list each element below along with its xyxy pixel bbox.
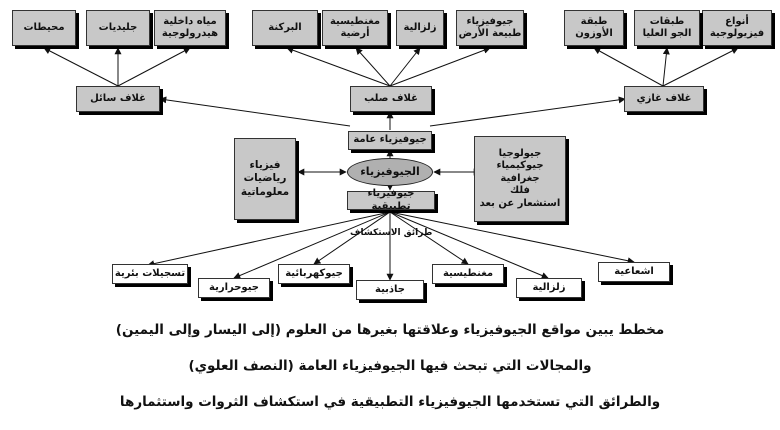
arrow-gas-upper [662, 47, 670, 87]
arrow-applied-radiometric [389, 211, 635, 265]
box-radiometric: اشعاعية [598, 262, 670, 282]
box-solid-earth-geophysics: جيوفيزياء طبيعة الأرض [456, 10, 524, 46]
arrow-applied-seismic [389, 211, 549, 279]
caption-line-1: مخطط يبين مواقع الجيوفيزياء وعلاقتها بغي… [115, 322, 665, 338]
arrow-solid-volcanoes [286, 46, 391, 87]
box-well-logs: تسجيلات بئرية [112, 264, 188, 284]
arrow-liquid-oceans [43, 47, 119, 87]
arrow-applied-geoelectric [313, 211, 391, 265]
box-oceans: محيطات [12, 10, 76, 46]
box-solid-envelope: غلاف صلب [350, 86, 432, 112]
arrow-applied-magnetic [389, 211, 469, 265]
arrow-liquid-hydrology [117, 47, 191, 87]
box-magnetic: مغنطيسية [432, 264, 504, 284]
box-right-sciences: جيولوجيا جيوكيمياء جغرافية فلك استشعار ع… [474, 136, 566, 222]
box-seismic: زلزالية [396, 10, 444, 46]
box-left-sciences: فيزياء رياضيات معلوماتية [234, 138, 296, 220]
arrow-general-gas [429, 96, 626, 127]
box-ozone-layer: طبقة الأوزون [564, 10, 624, 46]
box-gravity: جاذبية [356, 280, 424, 300]
box-geothermal: جيوحرارية [198, 278, 270, 298]
box-glaciers: جليديات [86, 10, 150, 46]
box-atmosphere-types: أنواع فيزيولوجية [702, 10, 772, 46]
box-gaseous-envelope: غلاف غازي [624, 86, 704, 112]
caption-line-2: والمجالات التي تبحث فيها الجيوفيزياء الع… [188, 358, 592, 374]
arrow-gas-types [662, 47, 739, 87]
ellipse-geophysics: الجيوفيزياء [347, 158, 433, 186]
box-hydrology: مياه داخلية هيدرولوجية [154, 10, 226, 46]
box-upper-atmosphere: طبقات الجو العليا [634, 10, 700, 46]
box-seismic-method: زلزالية [516, 278, 582, 298]
arrow-general-liquid [159, 96, 351, 127]
caption-line-3: والطرائق التي تستخدمها الجيوفيزياء التطب… [119, 394, 661, 410]
box-geomagnetism: مغنطيسية أرضية [322, 10, 388, 46]
arrow-applied-welllogs [147, 211, 391, 268]
box-general-geophysics: جيوفيزياء عامة [348, 131, 432, 150]
arrow-solid-geomagnetism [355, 47, 391, 87]
box-geoelectric: جيوكهربائية [278, 264, 350, 284]
arrow-solid-seismic [389, 47, 421, 87]
box-applied-geophysics: جيوفيزياء تطبيقية [347, 188, 435, 212]
arrow-solid-solidearth [389, 46, 491, 87]
arrow-gas-ozone [593, 47, 664, 87]
box-volcanoes: البركنة [252, 10, 318, 46]
arrow-applied-geothermal [233, 211, 391, 279]
box-liquid-envelope: غلاف سائل [76, 86, 160, 112]
exploration-methods-label: طرائق الاستكشاف [350, 228, 433, 238]
